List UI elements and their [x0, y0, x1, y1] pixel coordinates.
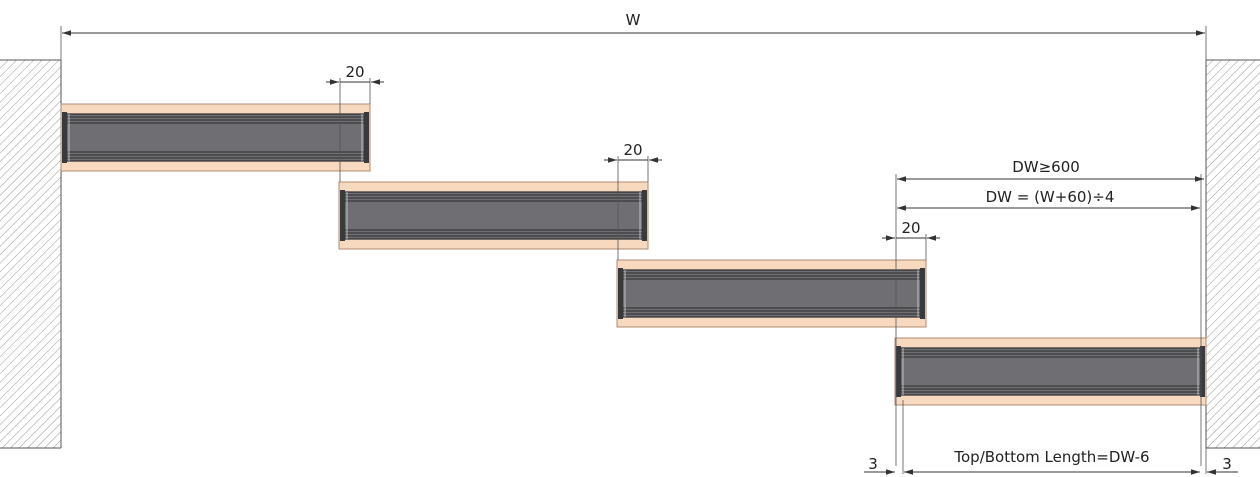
- top-bottom-length-label: Top/Bottom Length=DW-6: [953, 448, 1149, 466]
- door-stile-right: [364, 112, 369, 163]
- overlap-dim-2: 20: [604, 141, 662, 260]
- door-panel-body: [618, 269, 925, 318]
- overlap-dim-1: 20: [326, 63, 384, 182]
- left-wall: [0, 60, 61, 448]
- door-panel-1: [60, 103, 371, 172]
- overlap-label-3: 20: [901, 219, 920, 237]
- door-stile-left: [62, 112, 67, 163]
- door-panel-body: [340, 191, 647, 240]
- gap-left-label: 3: [868, 455, 878, 473]
- door-panel-4: [894, 337, 1207, 406]
- door-stile-left: [618, 268, 623, 319]
- door-panel-body: [62, 113, 369, 162]
- door-stile-left: [896, 346, 901, 397]
- overlap-label-1: 20: [345, 63, 364, 81]
- total-width-label: W: [626, 11, 641, 29]
- door-panel-2: [338, 181, 649, 250]
- gap-right-label: 3: [1222, 455, 1232, 473]
- door-stile-right: [642, 190, 647, 241]
- door-stile-left: [340, 190, 345, 241]
- door-panels: [60, 103, 1207, 406]
- door-panel-body: [896, 347, 1205, 396]
- overlap-label-2: 20: [623, 141, 642, 159]
- door-width-formula-label: DW = (W+60)÷4: [986, 188, 1115, 206]
- door-width-min-label: DW≥600: [1012, 158, 1080, 176]
- overlap-dim-3: 20: [882, 174, 940, 466]
- door-stile-right: [920, 268, 925, 319]
- door-stile-right: [1200, 346, 1205, 397]
- right-wall: [1206, 60, 1260, 448]
- door-panel-3: [616, 259, 927, 328]
